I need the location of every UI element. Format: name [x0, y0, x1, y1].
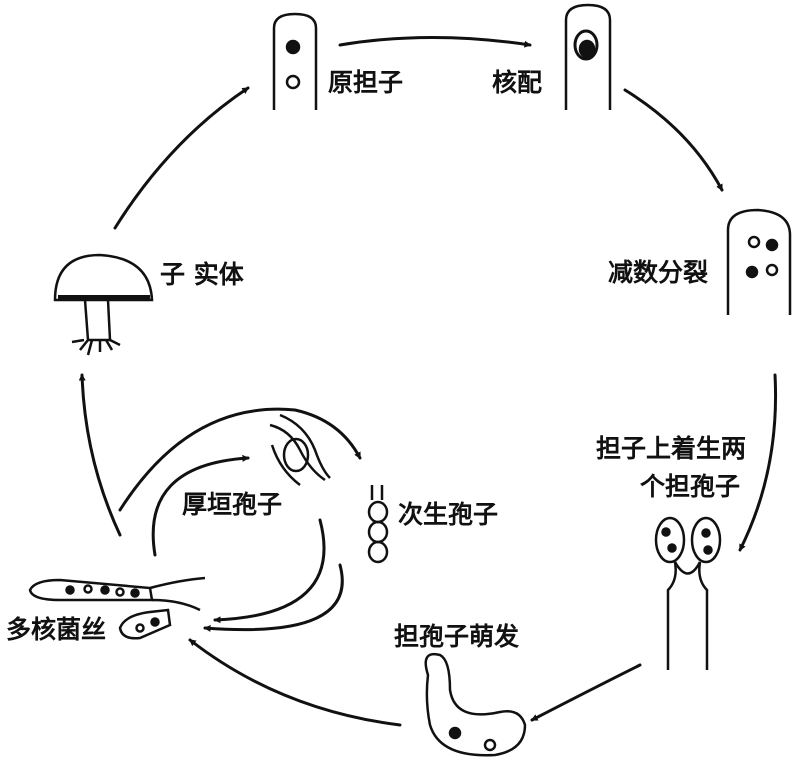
arrow-fruiting-body-to-probasidium [113, 86, 250, 230]
probasidium-cell [272, 12, 318, 110]
karyogamy-cell [564, 3, 612, 110]
label-basidiospores-line1: 担子上着生两 [596, 434, 747, 463]
arrow-probasidium-to-karyogamy [338, 36, 532, 48]
label-chlamydospore: 厚垣孢子 [182, 490, 283, 519]
chlamydospore [269, 413, 331, 486]
secondary-spore-chain [367, 485, 389, 564]
arrow-mycelium-to-chlamydospore [151, 454, 250, 557]
arrow-germination-to-mycelium [188, 638, 402, 727]
arrow-karyogamy-to-meiosis [623, 88, 724, 192]
germinating-spore [424, 652, 527, 757]
label-germination: 担孢子萌发 [394, 622, 520, 651]
arrow-mycelium-to-secondary-spore [118, 407, 362, 512]
mushroom [53, 253, 154, 356]
meiosis-cell [726, 208, 792, 315]
label-basidiospores-line2: 个担孢子 [640, 472, 741, 501]
arrow-basidiospores-to-germination [530, 663, 642, 722]
label-meiosis: 减数分裂 [608, 258, 709, 287]
label-fruiting-body: 子 实体 [160, 260, 244, 289]
label-basidiospores: 担子上着生两 个担孢子 [596, 430, 746, 506]
label-karyogamy: 核配 [492, 68, 543, 97]
label-probasidium: 原担子 [328, 68, 404, 97]
arrow-mycelium-to-fruiting-body [78, 373, 122, 537]
arrow-meiosis-to-basidiospores [738, 373, 778, 552]
basidium-with-spores [654, 516, 722, 670]
arrow-secondary-spore-return [203, 563, 344, 632]
arrow-chlamydospore-return [213, 518, 326, 624]
label-secondary-spore: 次生孢子 [398, 500, 499, 529]
multinucleate-hyphae [28, 576, 206, 640]
label-mycelium: 多核菌丝 [6, 615, 107, 644]
